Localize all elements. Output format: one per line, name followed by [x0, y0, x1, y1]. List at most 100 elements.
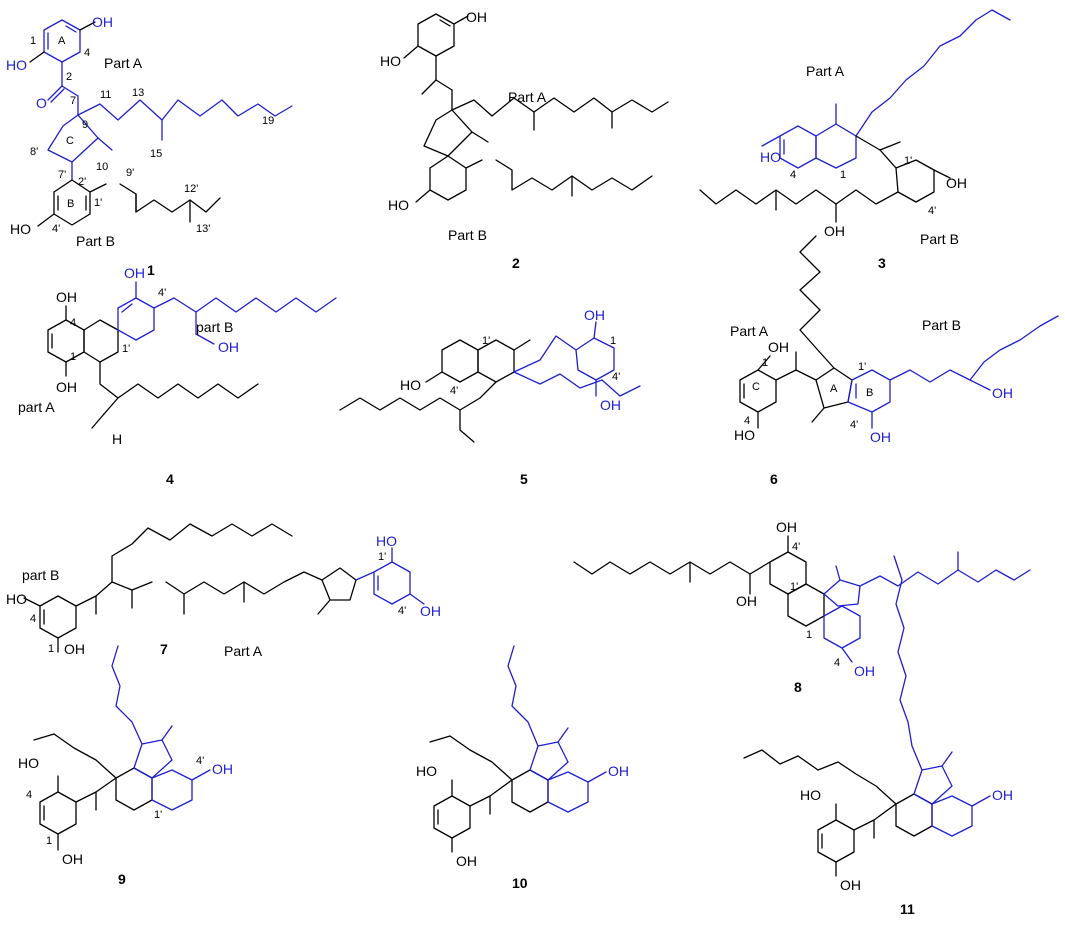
compound-number: 11: [900, 901, 915, 917]
group-text: OH: [824, 223, 845, 239]
group-text: OH: [56, 379, 77, 395]
part-label: Part A: [806, 63, 845, 79]
group-text: OH: [946, 175, 967, 191]
atom-number: 1': [482, 335, 490, 347]
group-text: HO: [388, 197, 409, 213]
group-text: OH: [466, 9, 487, 25]
atom-number: 1': [790, 581, 798, 593]
ring-label: B: [866, 387, 873, 399]
part-label: Part A: [730, 323, 769, 339]
atom-number: 1: [46, 835, 52, 847]
compound-6: OH HO OH OH C A B 1 1' 4 4' Part A Part …: [730, 235, 1059, 487]
compound-11: HO OH OH 11: [743, 555, 1013, 917]
atom-number: 11: [100, 89, 111, 101]
group-text: OH: [124, 265, 145, 281]
group-text: HO: [6, 591, 27, 607]
group-text: OH: [736, 593, 757, 609]
group-text: OH: [212, 761, 233, 777]
ring-label: A: [58, 35, 66, 47]
atom-number: 4': [612, 371, 620, 383]
group-text: OH: [62, 851, 83, 867]
ring-label: C: [752, 381, 760, 393]
atom-number: 1': [94, 197, 102, 209]
group-text: H: [112, 431, 122, 447]
group-text: OH: [776, 519, 797, 535]
group-text: OH: [56, 289, 77, 305]
group-text: HO: [6, 57, 27, 73]
atom-number: 4': [450, 385, 458, 397]
atom-number: 12': [184, 183, 198, 195]
atom-number: 4': [850, 419, 858, 431]
atom-number: 4: [30, 613, 36, 625]
atom-number: 4': [196, 755, 204, 767]
atom-number: 13': [196, 223, 210, 235]
group-text: OH: [854, 663, 875, 679]
group-text: HO: [10, 221, 31, 237]
group-text: HO: [760, 149, 781, 165]
part-label: Part B: [920, 231, 959, 247]
atom-number: 4': [928, 205, 936, 217]
atom-number: 1: [806, 629, 812, 641]
atom-number: 4': [158, 287, 166, 299]
group-text: O: [36, 95, 47, 111]
ring-label: B: [67, 198, 74, 210]
compound-10: HO OH OH 10: [416, 645, 629, 891]
ring-c: [47, 114, 99, 163]
ring-label: C: [66, 135, 74, 147]
part-label: Part A: [508, 89, 547, 105]
compound-number: 4: [166, 471, 174, 487]
compound-3: HO OH OH 4 1 1' 4' Part A Part B 3: [699, 9, 1011, 271]
compound-number: 9: [118, 871, 126, 887]
group-text: OH: [64, 641, 85, 657]
compound-number: 3: [878, 255, 886, 271]
atom-number: 1: [48, 643, 54, 655]
part-label: part B: [22, 567, 59, 583]
atom-number: 1: [840, 169, 846, 181]
group-text: HO: [734, 427, 755, 443]
atom-number: 2: [66, 71, 72, 83]
atom-number: 7: [70, 95, 76, 107]
compound-number: 8: [794, 679, 802, 695]
atom-number: 1: [610, 335, 616, 347]
compound-number: 6: [770, 471, 778, 487]
atom-number: 13: [132, 87, 144, 99]
group-text: OH: [992, 787, 1013, 803]
atom-number: 1': [154, 809, 162, 821]
atom-number: 2': [78, 176, 86, 188]
part-label: Part A: [224, 643, 263, 659]
group-text: OH: [870, 429, 891, 445]
compound-8: OH OH OH 4' 1' 1 4 8: [573, 519, 1031, 695]
atom-number: 1': [904, 155, 912, 167]
compound-7: HO OH HO OH 4 1 1' 4' part B Part A 7: [6, 523, 441, 659]
atom-number: 1': [122, 343, 130, 355]
atom-number: 10: [96, 161, 108, 173]
group-text: OH: [420, 603, 441, 619]
atom-number: 1: [70, 351, 76, 363]
compound-number: 5: [520, 471, 528, 487]
group-text: OH: [840, 877, 861, 893]
group-text: OH: [600, 397, 621, 413]
group-text: HO: [400, 377, 421, 393]
atom-number: 9: [82, 119, 88, 131]
atom-number: 9': [126, 167, 134, 179]
atom-number: 4: [84, 47, 90, 59]
part-label: Part B: [76, 233, 115, 249]
part-label: Part B: [922, 317, 961, 333]
atom-number: 4: [70, 317, 76, 329]
atom-number: 4: [834, 657, 840, 669]
compound-number: 10: [512, 875, 528, 891]
group-text: OH: [456, 853, 477, 869]
group-text: OH: [92, 14, 113, 30]
group-text: OH: [584, 307, 605, 323]
compound-4: OH OH OH OH H 4' 4 1 1' part B part A 4: [18, 265, 337, 487]
part-label: Part A: [104, 55, 143, 71]
part-label: part B: [196, 319, 233, 335]
compound-number: 1: [147, 262, 155, 278]
atom-number: 4': [792, 541, 800, 553]
compound-9: HO OH OH 4 1 4' 1' 9: [18, 645, 233, 887]
atom-number: 1: [762, 357, 768, 369]
group-text: OH: [608, 763, 629, 779]
atom-number: 4: [790, 169, 796, 181]
compound-2: OH HO HO Part A Part B 2: [380, 9, 669, 271]
